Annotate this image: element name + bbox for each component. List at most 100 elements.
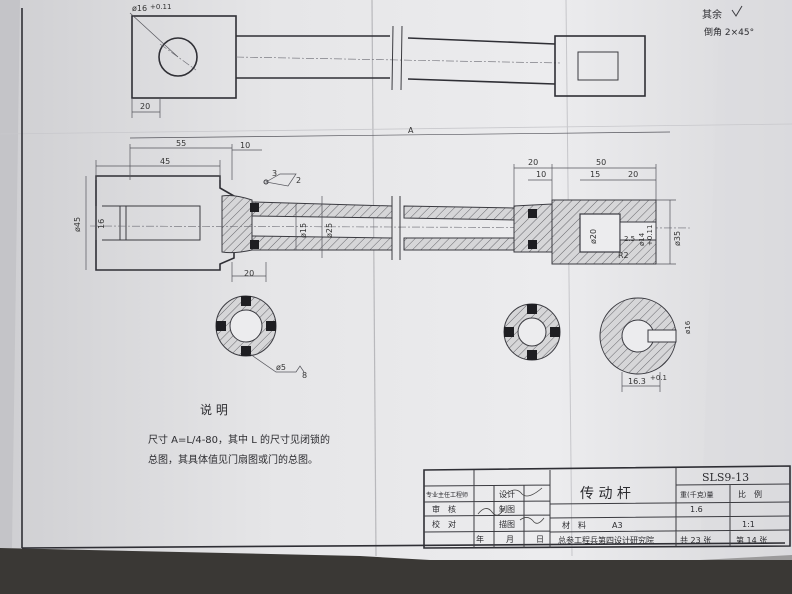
tb-date-month: 月: [506, 535, 514, 544]
title-block-grid: [423, 468, 791, 548]
left-bottom-dim: [231, 262, 267, 282]
top-view-break: [391, 25, 403, 91]
dim-dia14-tol: +0.11: [646, 225, 654, 246]
notes-line1: 尺寸 A=L/4-80，其中 L 的尺寸见闭锁的: [148, 433, 330, 446]
tb-drawing-no: SLS9-13: [702, 471, 749, 484]
seal-left-bottom: [250, 240, 259, 249]
title-block: 专业主任工程师 审 核 校 对 设计 制图 描图 年 月 日 传 动 杆 SLS…: [423, 465, 791, 549]
dim-2-5: 2.5: [624, 235, 635, 243]
left-fork-slot: [102, 205, 201, 241]
tb-row1: 专业主任工程师: [426, 491, 468, 499]
section-right-width: 16.3: [628, 377, 646, 386]
weld-dot: [263, 179, 269, 185]
top-view-width-label: 20: [140, 102, 150, 111]
dim-20-right-a: 20: [528, 158, 538, 167]
signature-2: [505, 487, 543, 497]
top-view-shaft: [236, 35, 556, 85]
top-view-dia-label: ø16: [132, 4, 147, 13]
dim-15: 15: [590, 170, 600, 179]
signature-1: [477, 507, 505, 516]
tb-sig1: 设计: [499, 489, 515, 499]
fold-crease-right: [565, 0, 573, 557]
top-view-right-slot: [577, 51, 619, 81]
tb-format: A3: [612, 521, 623, 530]
dim-45: 45: [160, 157, 170, 166]
top-view-axis: [235, 56, 561, 64]
weld-symbol: [264, 173, 297, 187]
section-left-label: ø5: [276, 363, 286, 372]
shaft-hatch-top-right: [403, 205, 515, 221]
tb-sig2: 制图: [499, 504, 515, 514]
fold-crease-horizontal: [0, 123, 792, 135]
section-left: ø5 8: [215, 295, 307, 380]
dim-55: 55: [176, 139, 186, 148]
tb-sig3: 描图: [499, 519, 515, 529]
tb-weight-label: 重(千克)量: [680, 490, 713, 499]
paper-edge-shadow: [0, 0, 20, 548]
tb-part-name: 传 动 杆: [580, 486, 631, 502]
seal-right-bottom: [528, 240, 537, 249]
right-vert-dim: [656, 199, 676, 265]
tb-scale-value: 1:1: [742, 520, 755, 529]
dim-dia20: ø20: [589, 229, 598, 244]
tb-material-label: 材 料: [562, 520, 586, 530]
tb-date-day: 日: [536, 535, 544, 544]
top-view-dia-tol: +0.11: [150, 3, 171, 11]
top-view-right-block: [554, 35, 646, 97]
section-mid-seal-left: [504, 327, 514, 337]
tb-sheet: 第 14 张: [736, 535, 767, 545]
top-view-centerline: [159, 43, 197, 71]
section-left-seal-left: [216, 321, 226, 331]
dim-50: 50: [596, 158, 606, 167]
paper-right-fold: [700, 0, 792, 560]
section-right-side: ø16: [684, 320, 692, 334]
dim-10-right: 10: [536, 170, 546, 179]
tb-weight-value: 1.6: [690, 505, 703, 514]
tb-row2: 审 核: [432, 504, 456, 514]
border-bottom: [21, 542, 786, 549]
top-view-hole: [158, 37, 198, 77]
section-middle: [503, 303, 561, 361]
notes-heading: 说 明: [200, 402, 228, 417]
tb-total: 共 23 张: [680, 536, 711, 545]
title-block-frame: [423, 465, 791, 549]
tb-date-year: 年: [476, 534, 484, 544]
dim-dia14: ø14: [638, 232, 646, 246]
top-view: 20 ø16 +0.11: [129, 3, 646, 118]
left-dim-lines: [95, 144, 262, 180]
section-mid-inner: [517, 317, 547, 347]
tb-ref: 总参工程兵第四设计研究院: [558, 535, 654, 545]
section-left-inner: [229, 309, 263, 343]
right-end-bore: [579, 213, 621, 253]
left-hatch: [221, 195, 253, 254]
section-mid-seal-right: [550, 327, 560, 337]
section-right: 16.3 +0.1 ø16: [599, 297, 692, 392]
section-left-leader: [249, 353, 305, 373]
dim-dia25: ø25: [325, 223, 334, 238]
dim-r2: R2: [618, 251, 629, 260]
notes: 说 明 尺寸 A=L/4-80，其中 L 的尺寸见闭锁的 总图，其具体值见门扇图…: [148, 402, 330, 466]
top-view-dim-lines: [131, 98, 161, 118]
dim-dia15: ø15: [299, 223, 308, 238]
fold-crease-vertical: [371, 0, 377, 557]
left-fork-chamfer: [119, 205, 127, 241]
dim-dia35: ø35: [673, 231, 682, 246]
signature-3: [519, 517, 545, 524]
main-section-view: 55 45 10 ø45 16 20 3 2 ø15 ø25 20 10 50 …: [73, 139, 691, 282]
top-note-line1: 其余: [702, 8, 722, 21]
overall-dimension: A: [129, 126, 671, 139]
seal-left-top: [250, 203, 259, 212]
tb-row3: 校 对: [432, 519, 456, 529]
weld-num2: 2: [296, 176, 301, 185]
dim-20-left: 20: [244, 269, 254, 278]
top-view-leader: [129, 12, 179, 58]
dim-line-a: [129, 131, 671, 139]
shaft-break: [391, 196, 401, 260]
section-mid-seal-bottom: [527, 350, 537, 360]
section-left-num: 8: [302, 371, 307, 380]
section-left-seal-top: [241, 296, 251, 306]
dim-20-right-b: 20: [628, 170, 638, 179]
roughness-symbol: [731, 5, 743, 17]
